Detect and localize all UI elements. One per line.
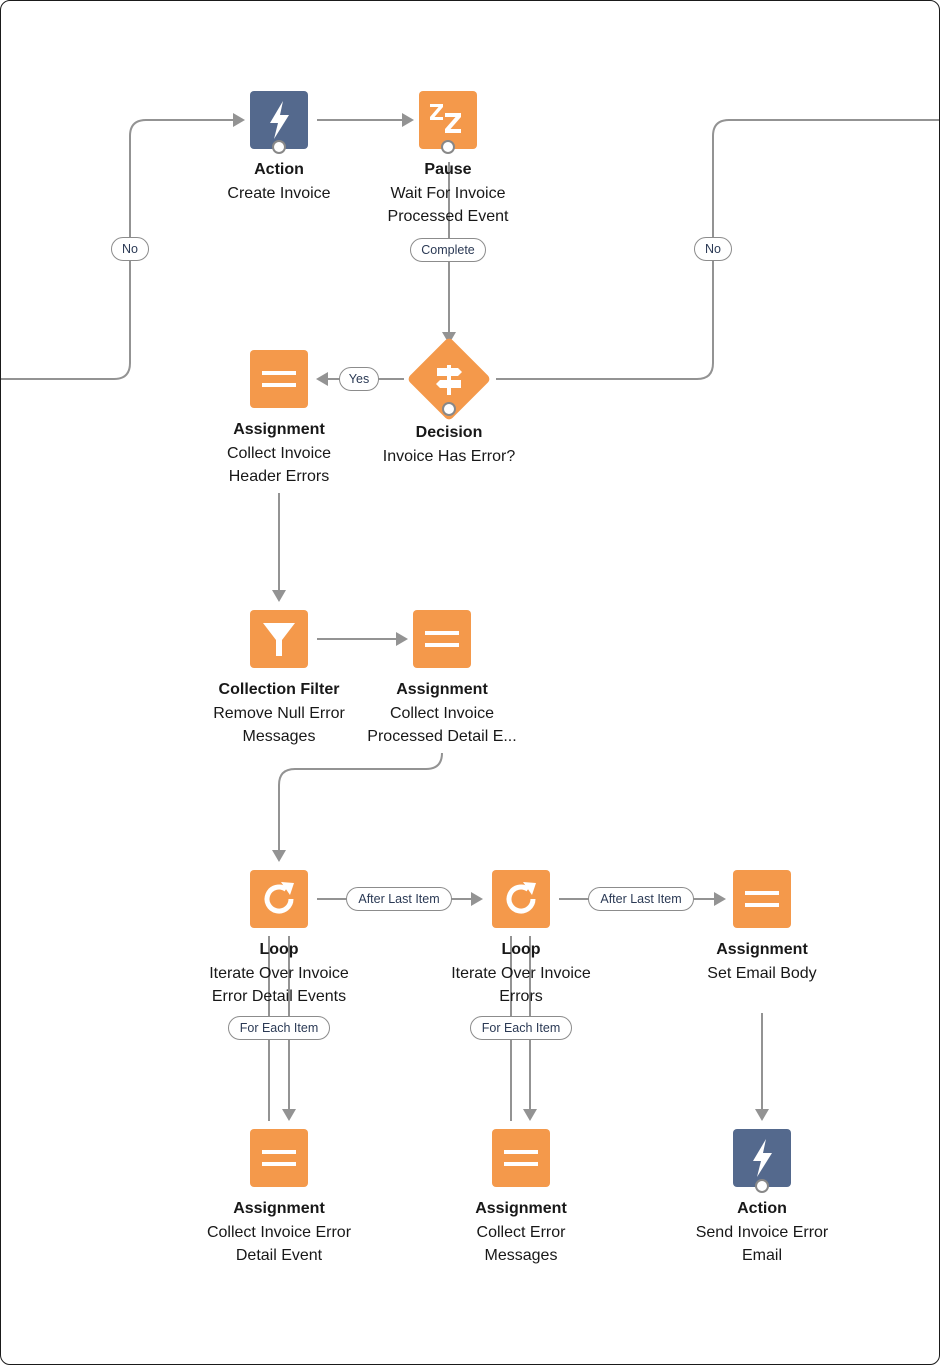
connector-badge-yes[interactable]: Yes bbox=[339, 367, 379, 391]
loop-arrow-icon[interactable] bbox=[492, 870, 550, 928]
lightning-bolt-icon[interactable] bbox=[733, 1129, 791, 1187]
node-caption: Action Create Invoice bbox=[179, 158, 379, 205]
connector-badge-no[interactable]: No bbox=[111, 237, 149, 261]
connector-assignment-to-loop[interactable] bbox=[278, 752, 443, 851]
arrowhead-into-assignment-processed bbox=[396, 632, 408, 646]
node-label: Remove Null Error Messages bbox=[213, 705, 345, 745]
equals-icon[interactable] bbox=[492, 1129, 550, 1187]
arrowhead-into-action bbox=[233, 113, 245, 127]
node-type-label: Assignment bbox=[475, 1200, 567, 1217]
connector-badge-after-last-item[interactable]: After Last Item bbox=[588, 887, 694, 911]
node-port[interactable] bbox=[272, 140, 286, 154]
node-type-label: Action bbox=[737, 1200, 787, 1217]
node-caption: Pause Wait For Invoice Processed Event bbox=[348, 158, 548, 228]
node-type-label: Assignment bbox=[396, 681, 488, 698]
node-port[interactable] bbox=[441, 140, 455, 154]
node-label: Iterate Over Invoice Error Detail Events bbox=[209, 965, 349, 1005]
connector-badge-for-each-item[interactable]: For Each Item bbox=[470, 1016, 572, 1040]
arrowhead-into-filter bbox=[272, 590, 286, 602]
signpost-icon bbox=[436, 365, 462, 395]
node-caption: Assignment Collect Invoice Header Errors bbox=[179, 418, 379, 488]
arrowhead-into-loop-2 bbox=[471, 892, 483, 906]
node-type-label: Pause bbox=[424, 161, 472, 178]
node-caption: Loop Iterate Over Invoice Errors bbox=[421, 938, 621, 1008]
equals-icon[interactable] bbox=[250, 1129, 308, 1187]
arrowhead-into-assignment-email bbox=[714, 892, 726, 906]
node-label: Collect Invoice Processed Detail E... bbox=[367, 705, 517, 745]
node-type-label: Assignment bbox=[233, 421, 325, 438]
node-port[interactable] bbox=[442, 402, 456, 416]
node-caption: Action Send Invoice Error Email bbox=[662, 1197, 862, 1267]
arrowhead-into-pause bbox=[402, 113, 414, 127]
arrowhead-into-assignment-header bbox=[316, 372, 328, 386]
loop-arrow-icon[interactable] bbox=[250, 870, 308, 928]
node-caption: Collection Filter Remove Null Error Mess… bbox=[179, 678, 379, 748]
node-caption: Assignment Collect Invoice Error Detail … bbox=[179, 1197, 379, 1267]
arrowhead-into-action-send bbox=[755, 1109, 769, 1121]
node-label: Collect Invoice Error Detail Event bbox=[206, 1224, 352, 1264]
zz-sleep-icon[interactable] bbox=[419, 91, 477, 149]
node-label: Set Email Body bbox=[707, 965, 817, 982]
node-type-label: Loop bbox=[501, 941, 541, 958]
equals-icon[interactable] bbox=[413, 610, 471, 668]
connector-badge-complete[interactable]: Complete bbox=[410, 238, 486, 262]
node-type-label: Assignment bbox=[716, 941, 808, 958]
node-type-label: Loop bbox=[259, 941, 299, 958]
node-type-label: Decision bbox=[415, 424, 483, 441]
node-label: Invoice Has Error? bbox=[382, 448, 516, 465]
node-label: Create Invoice bbox=[227, 185, 331, 202]
node-label: Collect Invoice Header Errors bbox=[226, 445, 332, 485]
arrowhead-into-assignment-error-messages bbox=[523, 1109, 537, 1121]
node-label: Collect Error Messages bbox=[476, 1224, 566, 1264]
lightning-bolt-icon[interactable] bbox=[250, 91, 308, 149]
equals-icon[interactable] bbox=[250, 350, 308, 408]
arrowhead-into-loop-1 bbox=[272, 850, 286, 862]
node-caption: Decision Invoice Has Error? bbox=[349, 421, 549, 468]
connector-badge-after-last-item[interactable]: After Last Item bbox=[346, 887, 452, 911]
arrowhead-into-assignment-detail-event bbox=[282, 1109, 296, 1121]
node-caption: Assignment Collect Error Messages bbox=[421, 1197, 621, 1267]
node-label: Iterate Over Invoice Errors bbox=[451, 965, 591, 1005]
connector-badge-for-each-item[interactable]: For Each Item bbox=[228, 1016, 330, 1040]
node-caption: Assignment Collect Invoice Processed Det… bbox=[342, 678, 542, 748]
equals-icon[interactable] bbox=[733, 870, 791, 928]
funnel-icon[interactable] bbox=[250, 610, 308, 668]
node-caption: Assignment Set Email Body bbox=[662, 938, 862, 985]
node-type-label: Collection Filter bbox=[218, 681, 340, 698]
node-port[interactable] bbox=[755, 1179, 769, 1193]
node-type-label: Action bbox=[254, 161, 304, 178]
node-type-label: Assignment bbox=[233, 1200, 325, 1217]
node-caption: Loop Iterate Over Invoice Error Detail E… bbox=[179, 938, 379, 1008]
connector-badge-no[interactable]: No bbox=[694, 237, 732, 261]
node-label: Send Invoice Error Email bbox=[695, 1224, 829, 1264]
node-label: Wait For Invoice Processed Event bbox=[387, 185, 509, 225]
